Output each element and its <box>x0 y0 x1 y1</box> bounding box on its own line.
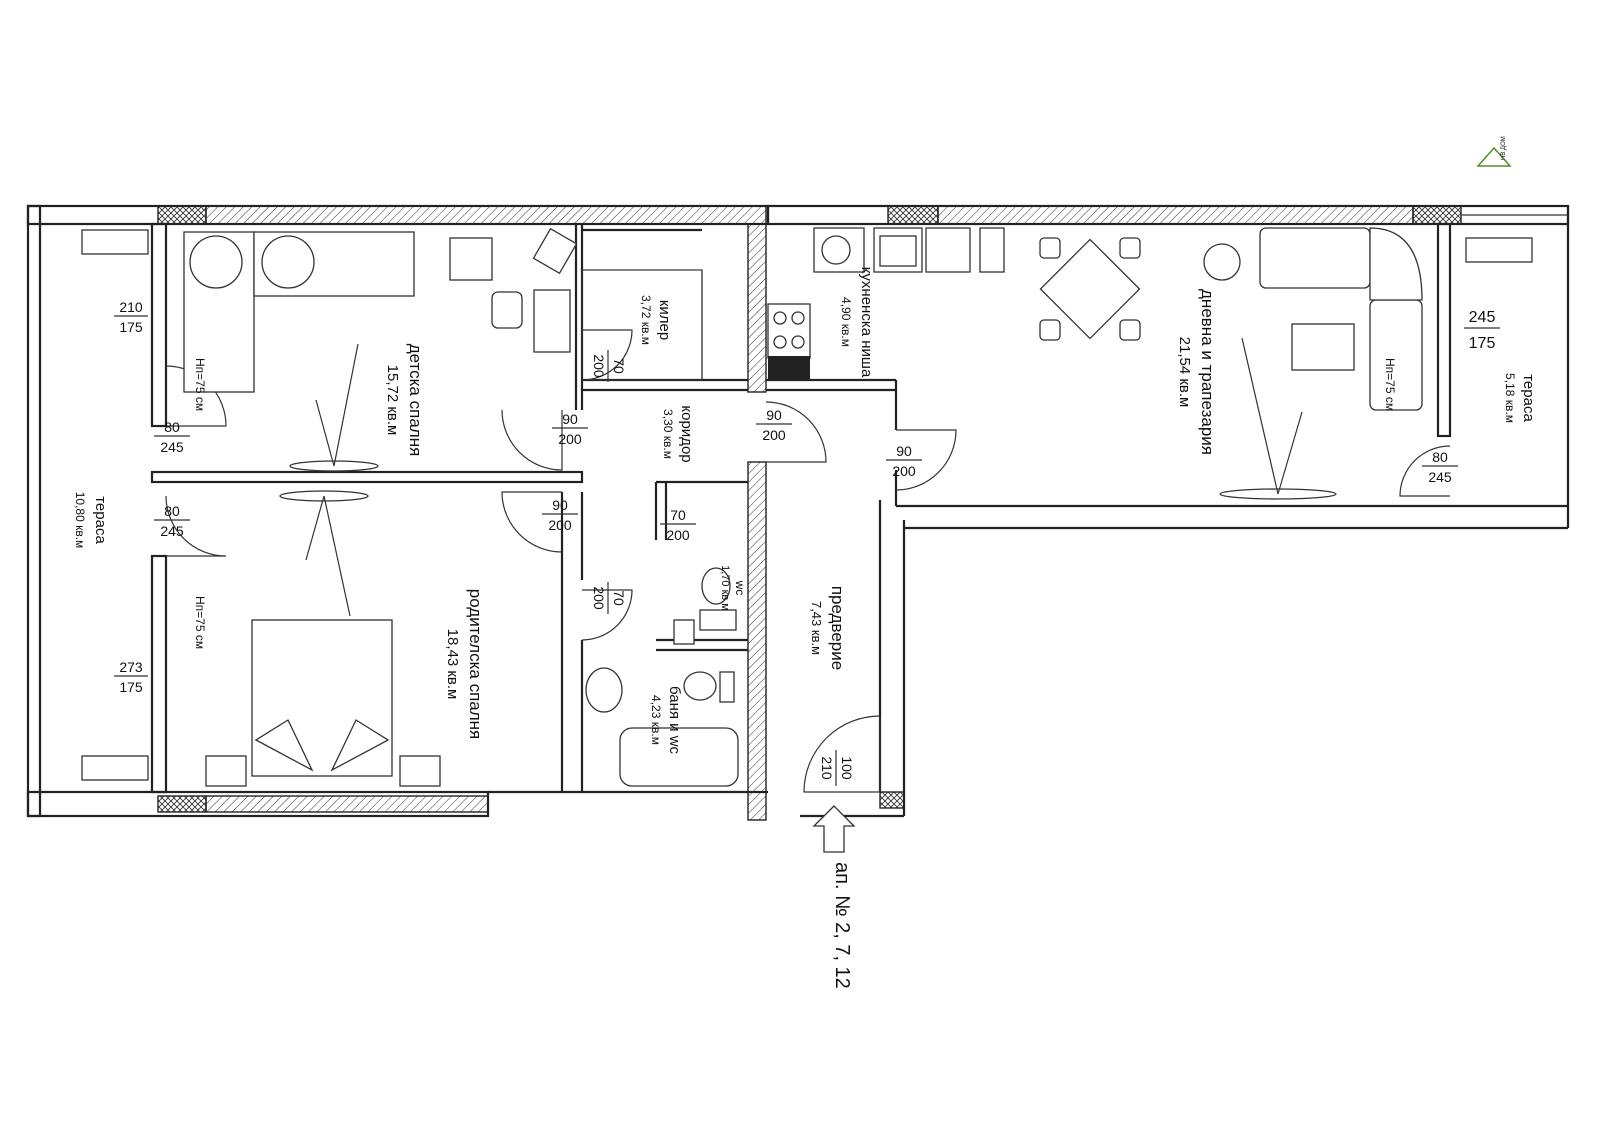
room-name-living: дневна и трапезария <box>1198 289 1217 455</box>
door-living-width: 90 <box>896 443 912 459</box>
room-area-hall: 7,43 кв.м <box>809 601 824 655</box>
door-terrace-kids-width: 80 <box>164 419 180 435</box>
room-name-bathroom: баня и wc <box>666 686 683 755</box>
window-parents-width: 273 <box>119 659 143 675</box>
sill-note-living: Нп=75 см <box>1383 358 1397 411</box>
room-name-hall: предверие <box>828 586 847 670</box>
room-name-terrace-left: тераса <box>92 496 109 544</box>
room-name-corridor: коридор <box>678 405 695 462</box>
room-labels: тераса 10,80 кв.м детска спалня 15,72 кв… <box>73 267 1537 755</box>
door-parents-height: 200 <box>548 517 572 533</box>
room-area-parents-bedroom: 18,43 кв.м <box>444 629 461 700</box>
sill-note-parents: Нп=75 см <box>193 596 207 649</box>
door-entry-width: 100 <box>839 756 855 780</box>
room-area-living: 21,54 кв.м <box>1176 337 1193 408</box>
window-kids-height: 175 <box>119 319 143 335</box>
door-swings <box>165 329 1451 793</box>
door-bath-height: 200 <box>591 586 607 610</box>
door-kids-height: 200 <box>558 431 582 447</box>
room-name-parents-bedroom: родителска спалня <box>466 589 485 740</box>
door-terrace-living-width: 80 <box>1432 449 1448 465</box>
room-area-corridor: 3,30 кв.м <box>661 409 675 459</box>
door-terrace-parents-height: 245 <box>160 523 184 539</box>
door-terrace-kids-height: 245 <box>160 439 184 455</box>
window-living-height: 175 <box>1469 335 1496 352</box>
room-name-kids-bedroom: детска спалня <box>406 344 425 457</box>
room-area-kitchen: 4,90 кв.м <box>839 297 853 347</box>
door-corridor-width: 90 <box>766 407 782 423</box>
room-area-wc: 1,70 кв.м <box>719 565 731 611</box>
door-terrace-living-height: 245 <box>1428 469 1452 485</box>
room-area-terrace-left: 10,80 кв.м <box>73 492 87 549</box>
door-wc-width: 70 <box>670 507 686 523</box>
door-terrace-parents-width: 80 <box>164 503 180 519</box>
window-parents-height: 175 <box>119 679 143 695</box>
room-area-pantry: 3,72 кв.м <box>639 295 653 345</box>
door-corridor-height: 200 <box>762 427 786 443</box>
door-fractions: 80 245 80 245 90 200 90 200 70 200 90 20… <box>154 350 1458 786</box>
door-entry-height: 210 <box>819 756 835 780</box>
window-kids-width: 210 <box>119 299 143 315</box>
company-logo: НВ ДОМ <box>1476 136 1512 167</box>
room-area-bathroom: 4,23 кв.м <box>649 695 663 745</box>
apartment-label: ап. № 2, 7, 12 <box>831 862 853 989</box>
sill-note-kids: Нп=75 см <box>193 358 207 411</box>
door-wc-height: 200 <box>666 527 690 543</box>
room-area-terrace-right: 5,18 кв.м <box>1503 373 1517 423</box>
logo-text: НВ ДОМ <box>1501 136 1507 160</box>
door-kids-width: 90 <box>562 411 578 427</box>
door-pantry-width: 70 <box>611 358 627 374</box>
door-bath-width: 70 <box>611 590 627 606</box>
sill-notes: Нп=75 см Нп=75 см Нп=75 см <box>193 358 1397 649</box>
window-living-width: 245 <box>1469 309 1496 326</box>
furniture <box>81 227 1533 853</box>
door-pantry-height: 200 <box>591 354 607 378</box>
room-name-wc: wc <box>733 580 747 596</box>
door-parents-width: 90 <box>552 497 568 513</box>
room-name-terrace-right: тераса <box>1520 374 1537 422</box>
room-area-kids-bedroom: 15,72 кв.м <box>384 365 401 436</box>
room-name-pantry: килер <box>656 300 673 340</box>
window-fractions: 210 175 273 175 245 175 <box>114 299 1500 695</box>
door-living-height: 200 <box>892 463 916 479</box>
room-name-kitchen: кухненска ниша <box>858 267 875 378</box>
